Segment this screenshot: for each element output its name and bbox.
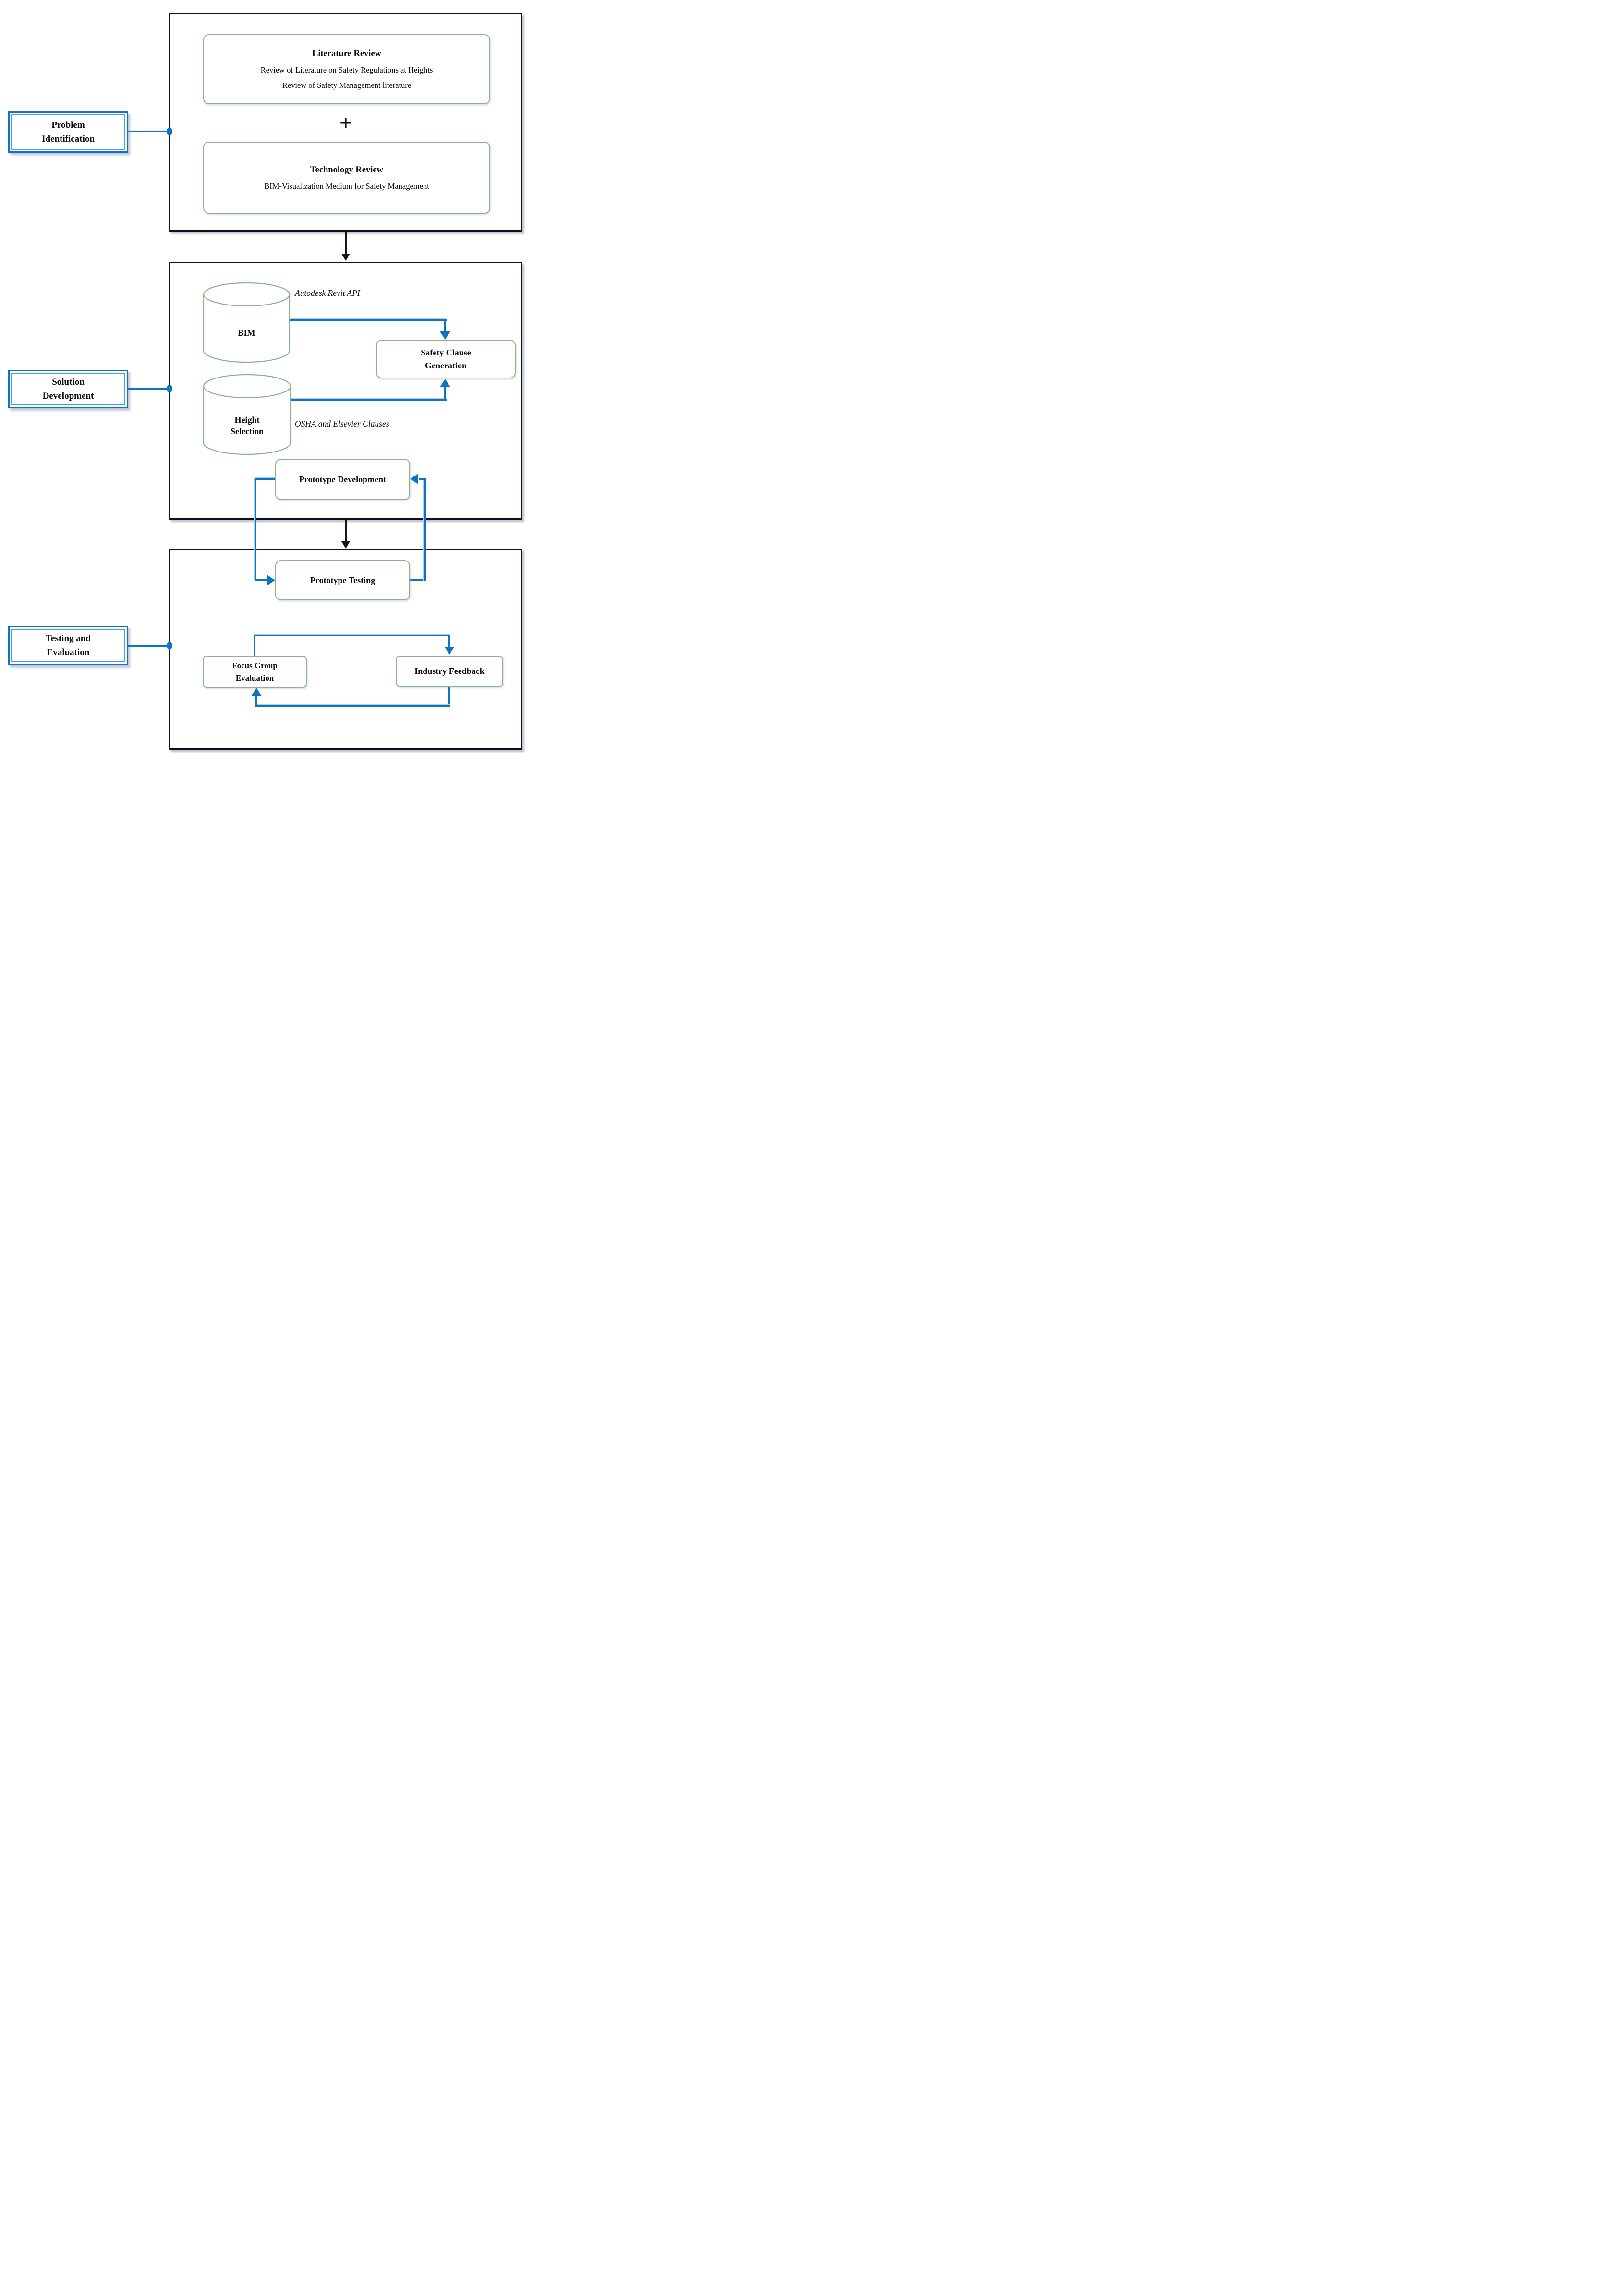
- pt-to-pd-vertical: [424, 479, 426, 581]
- phase-label-testing-evaluation: Testing and Evaluation: [8, 626, 128, 665]
- phase-label-line: Solution: [52, 377, 85, 387]
- pd-to-pt-arrowhead: [267, 575, 275, 586]
- pd-to-pt-stub-top: [255, 478, 275, 480]
- junction-dot-phase3: [167, 642, 172, 650]
- fge-line2: Evaluation: [235, 673, 274, 683]
- safety-clause-generation-node: Safety Clause Generation: [376, 340, 516, 378]
- focus-group-evaluation-node: Focus Group Evaluation: [203, 656, 307, 688]
- bim-to-scg-arrowhead: [440, 331, 450, 340]
- junction-dot-phase2: [167, 385, 172, 393]
- prototype-development-node: Prototype Development: [275, 459, 410, 500]
- scg-line1: Safety Clause: [421, 347, 471, 357]
- arrow-phase1-to-phase2-shaft: [345, 232, 347, 254]
- phase-label-line: Evaluation: [47, 647, 90, 658]
- cylinder-shape: [203, 282, 291, 363]
- plus-sign: +: [339, 110, 352, 135]
- connector-problem-identification: [128, 131, 169, 132]
- pt-to-pd-stub-top: [419, 478, 426, 480]
- literature-review-line2: Review of Safety Management literature: [282, 80, 412, 90]
- arrow-phase1-to-phase2-head: [341, 254, 350, 261]
- height-selection-line1: Height: [234, 415, 260, 425]
- pt-to-pd-stub-bottom: [410, 579, 426, 581]
- fge-to-if-arrowhead: [444, 647, 455, 655]
- height-selection-line2: Selection: [230, 427, 264, 437]
- height-selection-label: Height Selection: [202, 414, 292, 438]
- cylinder-shape: [203, 374, 291, 455]
- bim-label: BIM: [238, 328, 255, 338]
- height-selection-cylinder: Height Selection: [202, 373, 292, 456]
- if-to-fge-vertical-left: [255, 696, 257, 705]
- connector-testing-evaluation: [128, 645, 169, 647]
- phase-label-line: Testing and: [46, 633, 91, 644]
- osha-elsevier-annotation: OSHA and Elsevier Clauses: [295, 419, 389, 428]
- if-to-fge-vertical-right: [448, 687, 450, 707]
- bim-to-scg-vertical: [444, 319, 446, 332]
- literature-review-title: Literature Review: [312, 49, 381, 59]
- fge-to-if-horizontal: [254, 635, 450, 636]
- pd-to-pt-stub-bottom: [255, 579, 267, 581]
- fge-to-if-vertical-left: [254, 635, 255, 656]
- technology-review-line1: BIM-Visualization Medium for Safety Mana…: [264, 181, 429, 191]
- prototype-development-label: Prototype Development: [299, 474, 387, 484]
- technology-review-node: Technology Review BIM-Visualization Medi…: [203, 142, 490, 214]
- if-to-fge-horizontal: [255, 705, 450, 707]
- pd-to-pt-vertical: [255, 478, 256, 580]
- industry-feedback-node: Industry Feedback: [396, 656, 503, 687]
- industry-feedback-label: Industry Feedback: [414, 666, 485, 676]
- literature-review-line1: Review of Literature on Safety Regulatio…: [260, 65, 433, 75]
- scg-line2: Generation: [425, 360, 467, 370]
- technology-review-title: Technology Review: [310, 165, 383, 175]
- bim-to-scg-horizontal: [290, 319, 447, 321]
- fge-line1: Focus Group: [232, 661, 278, 670]
- phase-label-solution-development: Solution Development: [8, 370, 128, 408]
- prototype-testing-label: Prototype Testing: [310, 575, 376, 585]
- phase-label-line: Identification: [42, 134, 95, 144]
- arrow-phase2-to-phase3-head: [341, 541, 350, 549]
- if-to-fge-arrowhead: [251, 688, 262, 696]
- research-methodology-flowchart: Problem Identification Solution Developm…: [0, 0, 542, 761]
- connector-solution-development: [128, 388, 169, 390]
- literature-review-node: Literature Review Review of Literature o…: [203, 34, 490, 104]
- arrow-phase2-to-phase3-shaft: [345, 520, 347, 541]
- phase-label-problem-identification: Problem Identification: [8, 111, 128, 153]
- height-to-scg-arrowhead: [440, 379, 450, 387]
- fge-to-if-vertical-right: [448, 635, 450, 647]
- prototype-testing-node: Prototype Testing: [275, 560, 410, 600]
- bim-database-cylinder: BIM: [202, 281, 291, 364]
- phase-label-line: Problem: [51, 120, 85, 130]
- pt-to-pd-arrowhead: [410, 474, 418, 484]
- height-to-scg-vertical: [444, 387, 446, 401]
- phase-label-line: Development: [42, 391, 94, 401]
- junction-dot-phase1: [167, 127, 172, 135]
- autodesk-revit-api-annotation: Autodesk Revit API: [295, 288, 360, 298]
- height-to-scg-horizontal: [291, 399, 447, 401]
